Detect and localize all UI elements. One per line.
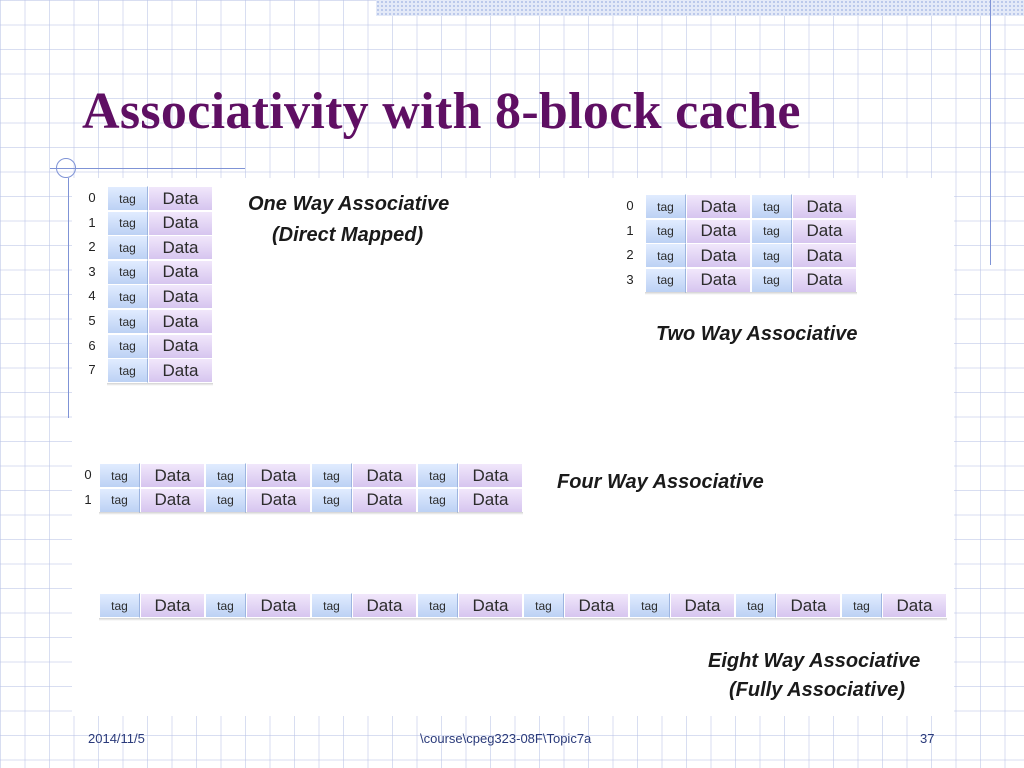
- four-way-tag-cell: tag: [417, 487, 458, 513]
- eight-way-tag-cell: tag: [629, 593, 670, 618]
- eight-way-data-cell: Data: [882, 593, 947, 618]
- four-way-tag-cell: tag: [99, 487, 140, 513]
- one-way-data-cell: Data: [148, 333, 213, 359]
- corner-circle-ornament: [56, 158, 76, 178]
- one-way-shadow: [107, 186, 213, 386]
- one-way-row-index: 2: [88, 239, 96, 255]
- four-way-data-cell: Data: [458, 487, 523, 513]
- two-way-tag-cell: tag: [751, 243, 792, 269]
- eight-way-tag-cell: tag: [311, 593, 352, 618]
- eight-way-shadow: [99, 593, 947, 621]
- four-way-tag-cell: tag: [99, 463, 140, 488]
- one-way-data-cell: Data: [148, 309, 213, 334]
- footer-date: 2014/11/5: [88, 731, 145, 746]
- one-way-data-cell: Data: [148, 186, 213, 211]
- two-way-data-cell: Data: [792, 267, 857, 293]
- footer-path: \course\cpeg323-08F\Topic7a: [420, 731, 592, 746]
- one-way-label: One Way Associative: [248, 193, 450, 215]
- two-way-tag-cell: tag: [751, 218, 792, 244]
- four-way-tag-cell: tag: [311, 487, 352, 513]
- two-way-row-index: 3: [626, 271, 634, 287]
- one-way-data-cell: Data: [148, 358, 213, 384]
- decorative-vertical-line-left: [68, 178, 69, 418]
- one-way-row-index: 7: [88, 362, 96, 378]
- one-way-tag-cell: tag: [107, 358, 148, 384]
- two-way-label: Two Way Associative: [656, 323, 858, 345]
- four-way-data-cell: Data: [352, 487, 417, 513]
- two-way-row-index: 0: [626, 198, 634, 213]
- one-way-sublabel: (Direct Mapped): [272, 224, 424, 246]
- four-way-tag-cell: tag: [205, 463, 246, 488]
- eight-way-tag-cell: tag: [523, 593, 564, 618]
- top-decorative-band: [376, 0, 1024, 16]
- two-way-tag-cell: tag: [751, 194, 792, 219]
- four-way-data-cell: Data: [140, 463, 205, 488]
- eight-way-tag-cell: tag: [205, 593, 246, 618]
- four-way-label: Four Way Associative: [557, 471, 764, 493]
- one-way-row-index: 1: [88, 214, 96, 230]
- one-way-row-index: 0: [88, 190, 96, 205]
- eight-way-label: Eight Way Associative: [708, 650, 921, 672]
- two-way-tag-cell: tag: [645, 218, 686, 244]
- one-way-data-cell: Data: [148, 210, 213, 236]
- one-way-data-cell: Data: [148, 259, 213, 285]
- one-way-row-index: 4: [88, 288, 96, 304]
- two-way-tag-cell: tag: [645, 243, 686, 269]
- one-way-row-index: 6: [88, 337, 96, 353]
- two-way-row-index: 1: [626, 222, 634, 238]
- four-way-data-cell: Data: [352, 463, 417, 488]
- four-way-data-cell: Data: [246, 487, 311, 513]
- decorative-vertical-line-right: [990, 0, 991, 265]
- two-way-data-cell: Data: [792, 243, 857, 269]
- eight-way-tag-cell: tag: [735, 593, 776, 618]
- slide-title: Associativity with 8-block cache: [82, 83, 801, 140]
- four-way-data-cell: Data: [246, 463, 311, 488]
- two-way-row-index: 2: [626, 247, 634, 263]
- two-way-data-cell: Data: [686, 267, 751, 293]
- one-way-row-index: 5: [88, 313, 96, 328]
- one-way-data-cell: Data: [148, 235, 213, 261]
- eight-way-data-cell: Data: [458, 593, 523, 618]
- four-way-row-index: 1: [84, 491, 92, 507]
- two-way-data-cell: Data: [686, 194, 751, 219]
- eight-way-data-cell: Data: [776, 593, 841, 618]
- four-way-shadow: [99, 463, 523, 516]
- four-way-row-index: 0: [84, 467, 92, 482]
- one-way-tag-cell: tag: [107, 259, 148, 285]
- two-way-data-cell: Data: [792, 218, 857, 244]
- eight-way-sublabel: (Fully Associative): [729, 679, 905, 701]
- eight-way-data-cell: Data: [140, 593, 205, 618]
- title-underline: [50, 168, 245, 169]
- two-way-tag-cell: tag: [645, 194, 686, 219]
- two-way-data-cell: Data: [792, 194, 857, 219]
- one-way-tag-cell: tag: [107, 235, 148, 261]
- footer-page-number: 37: [920, 731, 935, 746]
- four-way-tag-cell: tag: [417, 463, 458, 488]
- eight-way-data-cell: Data: [246, 593, 311, 618]
- one-way-tag-cell: tag: [107, 186, 148, 211]
- eight-way-data-cell: Data: [352, 593, 417, 618]
- four-way-tag-cell: tag: [205, 487, 246, 513]
- two-way-tag-cell: tag: [645, 267, 686, 293]
- two-way-data-cell: Data: [686, 243, 751, 269]
- two-way-shadow: [645, 194, 857, 296]
- eight-way-data-cell: Data: [564, 593, 629, 618]
- four-way-data-cell: Data: [458, 463, 523, 488]
- two-way-tag-cell: tag: [751, 267, 792, 293]
- one-way-tag-cell: tag: [107, 210, 148, 236]
- one-way-row-index: 3: [88, 263, 96, 279]
- one-way-tag-cell: tag: [107, 333, 148, 359]
- one-way-data-cell: Data: [148, 284, 213, 310]
- eight-way-tag-cell: tag: [99, 593, 140, 618]
- one-way-tag-cell: tag: [107, 309, 148, 334]
- eight-way-tag-cell: tag: [841, 593, 882, 618]
- four-way-data-cell: Data: [140, 487, 205, 513]
- eight-way-data-cell: Data: [670, 593, 735, 618]
- one-way-tag-cell: tag: [107, 284, 148, 310]
- eight-way-tag-cell: tag: [417, 593, 458, 618]
- two-way-data-cell: Data: [686, 218, 751, 244]
- four-way-tag-cell: tag: [311, 463, 352, 488]
